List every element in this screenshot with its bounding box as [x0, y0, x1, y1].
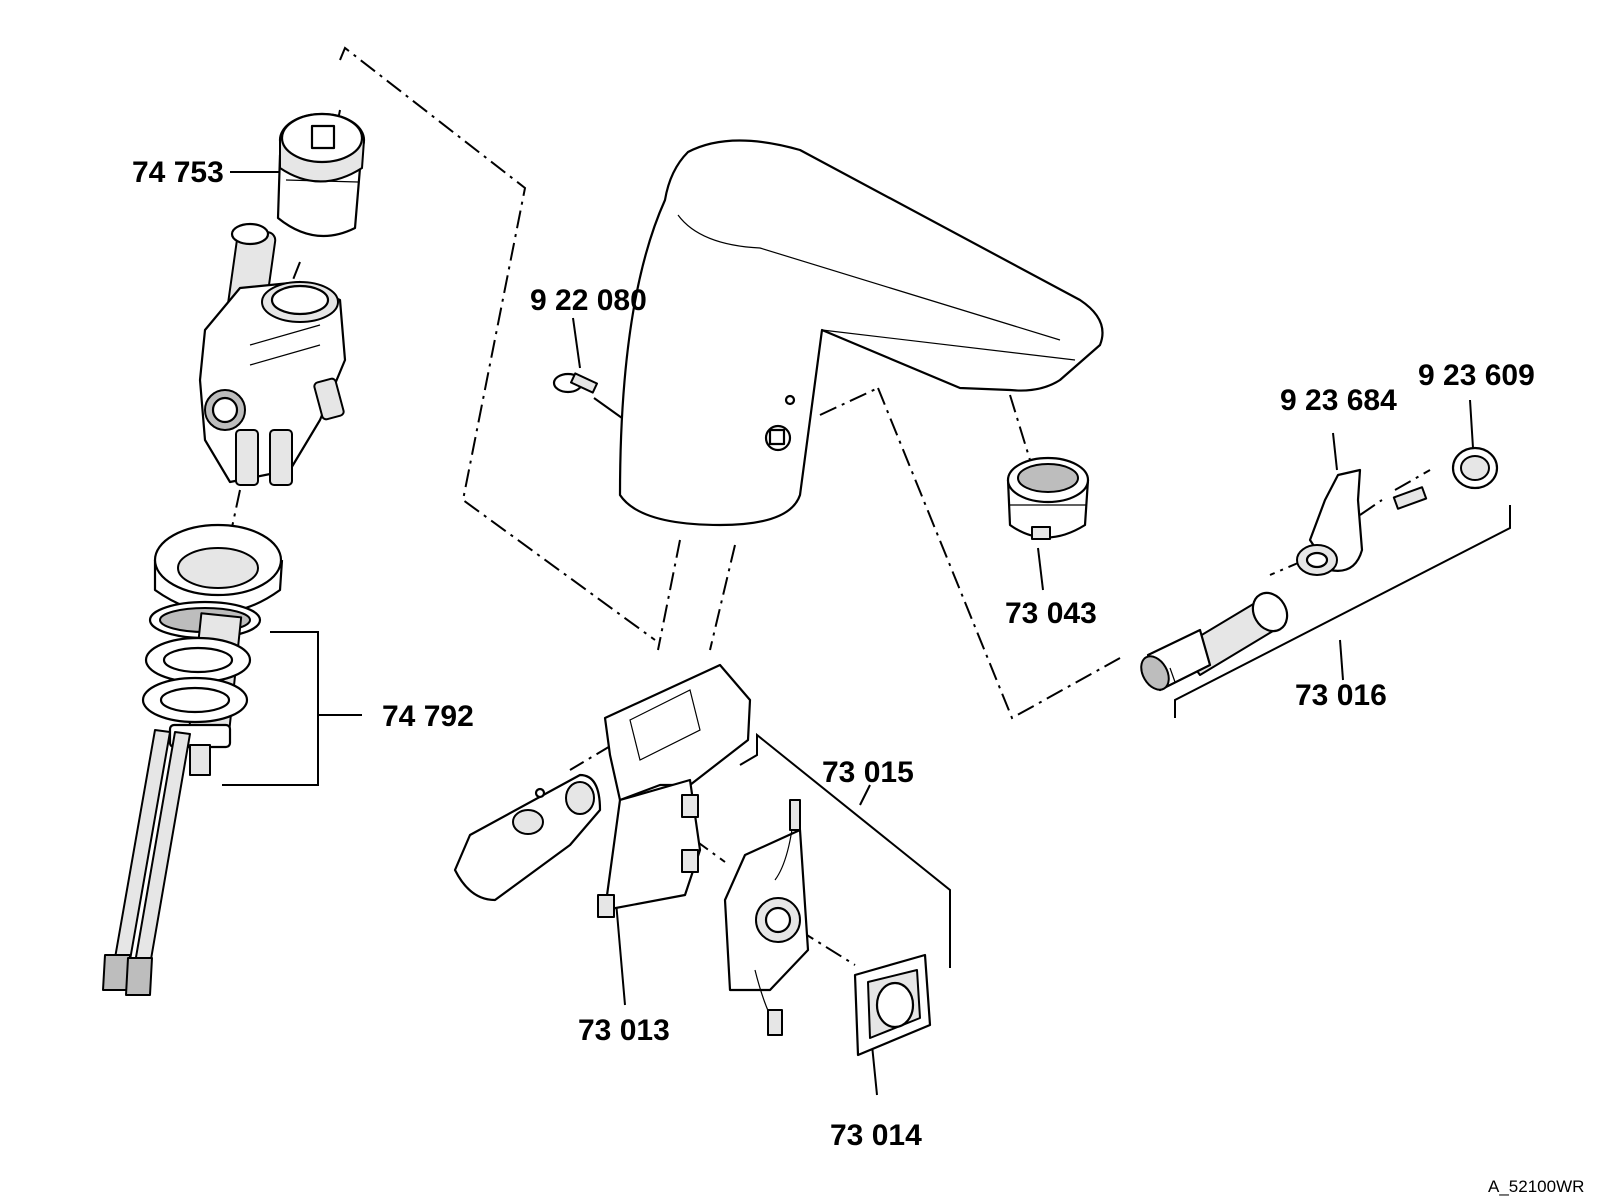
aerator-part	[1006, 456, 1090, 540]
label-aerator: 73 043	[1005, 597, 1097, 630]
label-control-unit: 73 015	[822, 756, 914, 789]
electronics-housing-part	[597, 663, 752, 918]
label-screw: 9 22 080	[530, 284, 647, 317]
drawing-code: A_52100WR	[1488, 1177, 1584, 1196]
label-mounting-set: 74 792	[382, 700, 474, 733]
mixing-set-part	[1140, 591, 1289, 692]
label-sensor-window: 73 014	[830, 1119, 922, 1152]
label-temperature-lever: 9 23 684	[1280, 384, 1397, 417]
spout-body-part	[618, 139, 1104, 527]
cap-part	[1451, 446, 1499, 490]
cartridge-part	[276, 112, 366, 238]
sensor-window-part	[853, 953, 932, 1057]
part-number-labels: 74 753 9 22 080 74 792 73 013 73 014 73 …	[132, 156, 1535, 1152]
temperature-lever-part	[1296, 468, 1364, 576]
control-unit-part	[723, 799, 810, 1036]
small-screw-part	[1392, 486, 1428, 510]
mounting-set-part	[102, 523, 284, 996]
valve-body-part	[198, 222, 347, 486]
sensor-module-part	[453, 773, 602, 902]
label-cartridge: 74 753	[132, 156, 224, 189]
label-cap: 9 23 609	[1418, 359, 1535, 392]
leader-lines	[222, 171, 1511, 1096]
label-electronics-housing: 73 013	[578, 1014, 670, 1047]
label-mixing-set: 73 016	[1295, 679, 1387, 712]
screw-part	[552, 372, 598, 394]
